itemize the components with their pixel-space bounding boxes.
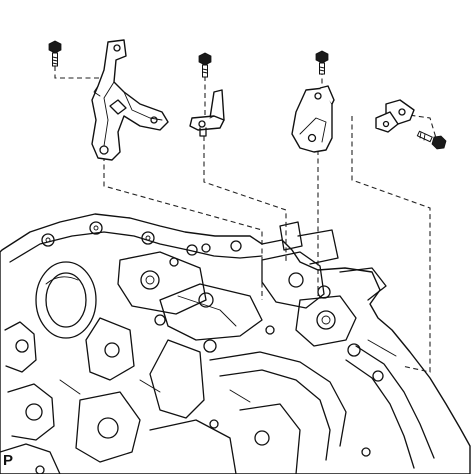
bracket-small-l [189, 89, 225, 137]
engine-hanger-bracket-large [91, 39, 169, 161]
bolt-3 [315, 50, 329, 75]
engine-block [0, 213, 471, 474]
block-bolt-heads [35, 243, 371, 474]
bolt-4 [416, 130, 447, 150]
bolt-2 [198, 52, 212, 78]
figure-corner-label: P [3, 452, 14, 469]
bracket-plate [291, 85, 335, 153]
bolt-1 [48, 40, 62, 67]
bracket-clip [375, 99, 415, 133]
